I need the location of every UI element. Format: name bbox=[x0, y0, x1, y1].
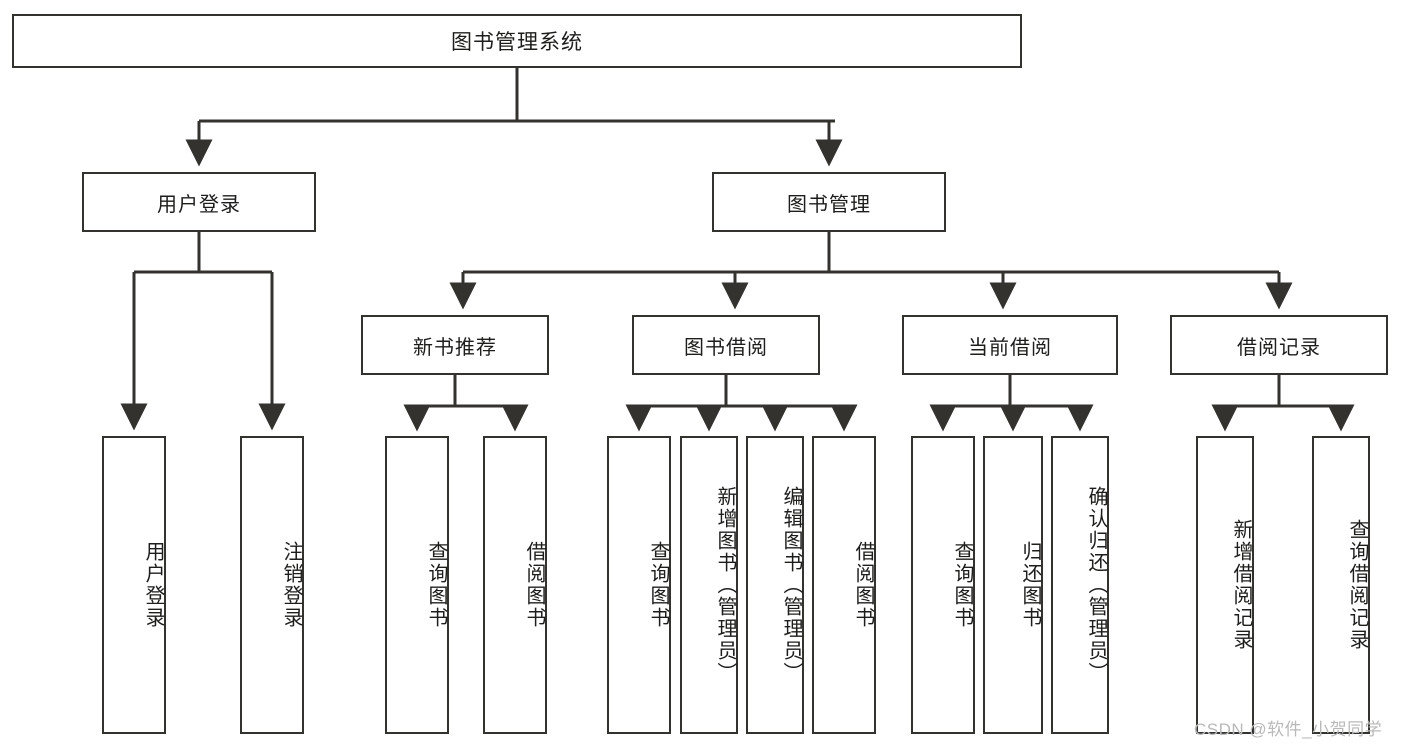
node-book-borrow-label: 图书借阅 bbox=[684, 336, 768, 359]
leaf-query-borrow-record-label: 查询借阅记录 bbox=[1346, 519, 1368, 651]
leaf-return-book-label: 归还图书 bbox=[1019, 541, 1041, 629]
leaf-query-borrow-record[interactable]: 查询借阅记录 bbox=[1312, 436, 1370, 734]
leaf-add-borrow-record-label: 新增借阅记录 bbox=[1230, 519, 1252, 651]
node-new-book-recommend-label: 新书推荐 bbox=[413, 336, 497, 359]
leaf-logout[interactable]: 注销登录 bbox=[240, 436, 304, 734]
leaf-logout-label: 注销登录 bbox=[280, 541, 302, 629]
node-borrow-record-label: 借阅记录 bbox=[1237, 336, 1321, 359]
leaf-query-book-newbook[interactable]: 查询图书 bbox=[385, 436, 449, 734]
leaf-query-book-current-label: 查询图书 bbox=[951, 541, 973, 629]
node-new-book-recommend[interactable]: 新书推荐 bbox=[361, 315, 549, 375]
node-current-borrow-label: 当前借阅 bbox=[968, 336, 1052, 359]
leaf-borrow-book[interactable]: 借阅图书 bbox=[812, 436, 876, 734]
node-user-login-label: 用户登录 bbox=[157, 193, 241, 216]
leaf-add-borrow-record[interactable]: 新增借阅记录 bbox=[1196, 436, 1254, 734]
leaf-query-book-borrow[interactable]: 查询图书 bbox=[607, 436, 671, 734]
leaf-query-book-newbook-label: 查询图书 bbox=[425, 541, 447, 629]
leaf-edit-book-admin-label: 编辑图书（管理员） bbox=[780, 486, 802, 684]
node-book-management[interactable]: 图书管理 bbox=[712, 172, 946, 232]
leaf-user-login[interactable]: 用户登录 bbox=[102, 436, 166, 734]
node-current-borrow[interactable]: 当前借阅 bbox=[902, 315, 1118, 375]
leaf-confirm-return-admin-label: 确认归还（管理员） bbox=[1085, 486, 1107, 684]
leaf-query-book-borrow-label: 查询图书 bbox=[647, 541, 669, 629]
leaf-return-book[interactable]: 归还图书 bbox=[983, 436, 1043, 734]
node-book-management-label: 图书管理 bbox=[787, 193, 871, 216]
node-book-borrow[interactable]: 图书借阅 bbox=[632, 315, 820, 375]
leaf-add-book-admin-label: 新增图书（管理员） bbox=[714, 486, 736, 684]
leaf-borrow-book-newbook[interactable]: 借阅图书 bbox=[483, 436, 547, 734]
leaf-add-book-admin[interactable]: 新增图书（管理员） bbox=[680, 436, 738, 734]
leaf-confirm-return-admin[interactable]: 确认归还（管理员） bbox=[1051, 436, 1109, 734]
leaf-query-book-current[interactable]: 查询图书 bbox=[911, 436, 975, 734]
node-root-label: 图书管理系统 bbox=[451, 31, 583, 54]
leaf-user-login-label: 用户登录 bbox=[142, 541, 164, 629]
leaf-borrow-book-label: 借阅图书 bbox=[852, 541, 874, 629]
node-root[interactable]: 图书管理系统 bbox=[12, 14, 1022, 68]
node-user-login[interactable]: 用户登录 bbox=[82, 172, 316, 232]
node-borrow-record[interactable]: 借阅记录 bbox=[1170, 315, 1388, 375]
leaf-borrow-book-newbook-label: 借阅图书 bbox=[523, 541, 545, 629]
leaf-edit-book-admin[interactable]: 编辑图书（管理员） bbox=[746, 436, 804, 734]
